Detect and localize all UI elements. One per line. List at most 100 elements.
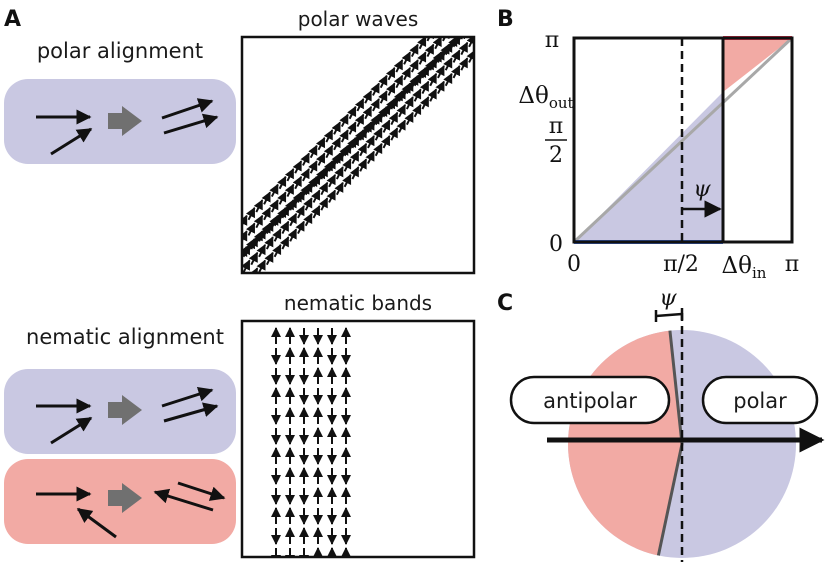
field-arrow	[362, 121, 373, 135]
field-arrow	[417, 51, 427, 65]
field-arrow	[417, 66, 427, 81]
field-arrow	[277, 175, 287, 190]
field-arrow	[443, 72, 453, 87]
panel-c-letter: C	[497, 291, 513, 316]
field-arrow	[448, 37, 458, 50]
x-label-sub: in	[752, 264, 767, 282]
psi-label-b: ψ	[693, 177, 711, 202]
field-arrow	[269, 214, 279, 229]
field-arrow	[477, 27, 483, 39]
field-arrow	[326, 189, 336, 203]
field-arrow	[419, 80, 430, 94]
field-arrow	[378, 105, 388, 120]
y-label: Δθout	[518, 83, 573, 112]
field-arrow	[303, 197, 313, 211]
field-arrow	[318, 197, 329, 211]
field-arrow	[264, 236, 274, 250]
field-arrow	[311, 205, 321, 219]
field-arrow	[404, 111, 414, 126]
field-arrow	[308, 175, 318, 190]
x-tick-half-pi: π/2	[663, 252, 699, 277]
field-arrow	[287, 212, 298, 227]
field-arrow	[378, 90, 388, 104]
field-arrow	[331, 152, 341, 166]
field-arrow	[443, 57, 453, 71]
antipolar-label: antipolar	[543, 389, 637, 413]
field-arrow	[393, 90, 404, 104]
field-arrow	[466, 49, 474, 63]
field-arrow	[300, 168, 310, 182]
field-arrow	[354, 113, 365, 127]
field-arrow	[318, 181, 329, 196]
nematic-alignment-label: nematic alignment	[26, 325, 224, 349]
field-arrow	[311, 189, 321, 203]
field-arrow	[354, 129, 365, 143]
field-arrow	[316, 152, 326, 166]
nematic-polar-diagram	[4, 369, 236, 454]
field-arrow	[451, 65, 461, 79]
field-arrow	[269, 199, 279, 213]
field-arrow	[354, 98, 365, 112]
field-arrow	[349, 150, 360, 164]
field-arrow	[323, 129, 334, 143]
field-arrow	[303, 212, 313, 227]
field-arrow	[279, 220, 290, 234]
field-arrow	[242, 245, 248, 259]
field-arrow	[316, 168, 326, 182]
field-arrow	[256, 243, 266, 258]
field-arrow	[253, 214, 264, 229]
panel-a-letter: A	[4, 7, 21, 32]
field-arrow	[424, 37, 434, 42]
field-arrow	[362, 90, 373, 104]
nematic-bands-title: nematic bands	[284, 291, 432, 315]
field-arrow	[334, 166, 344, 180]
x-tick-pi: π	[785, 252, 799, 277]
field-arrow	[316, 136, 326, 151]
field-arrow	[370, 82, 380, 96]
field-arrow	[242, 259, 251, 273]
field-arrow	[261, 191, 271, 205]
antipolar-region-fill	[723, 38, 792, 92]
field-arrow	[362, 105, 373, 120]
field-arrow	[419, 96, 430, 110]
polar-label-box	[701, 375, 819, 425]
field-arrow	[292, 175, 303, 190]
y-tick-zero: 0	[549, 232, 563, 257]
polar-label: polar	[733, 389, 787, 413]
polar-wave-arrows	[242, 27, 483, 273]
field-arrow	[323, 144, 334, 159]
field-arrow	[412, 103, 422, 118]
polar-waves-box	[240, 35, 476, 275]
y-tick-half-pi-den: 2	[549, 143, 563, 168]
field-arrow	[334, 181, 344, 196]
x-label: Δθin	[722, 253, 767, 282]
field-arrow	[295, 205, 305, 219]
field-arrow	[347, 105, 357, 120]
field-arrow	[331, 121, 341, 135]
identity-diagonal	[572, 36, 794, 244]
field-arrow	[435, 65, 445, 79]
field-arrow	[347, 121, 357, 135]
field-arrow	[347, 136, 357, 151]
field-arrow	[373, 142, 383, 157]
field-arrow	[381, 135, 391, 149]
y-tick-half-pi-num: π	[549, 114, 563, 139]
field-arrow	[308, 160, 318, 174]
field-arrow	[264, 251, 274, 266]
field-arrow	[308, 144, 318, 159]
transfer-plot	[572, 36, 794, 244]
field-arrow	[253, 230, 264, 244]
field-arrow	[401, 66, 411, 81]
field-arrow	[404, 96, 414, 110]
field-arrow	[458, 57, 469, 71]
field-arrow	[242, 230, 248, 243]
field-arrow	[386, 66, 396, 81]
plot-frame	[572, 36, 794, 244]
psi-bracket	[654, 308, 684, 322]
field-arrow	[272, 243, 282, 258]
field-arrow	[342, 173, 352, 188]
field-arrow	[477, 43, 483, 55]
field-arrow	[370, 113, 380, 127]
field-arrow	[401, 51, 411, 65]
